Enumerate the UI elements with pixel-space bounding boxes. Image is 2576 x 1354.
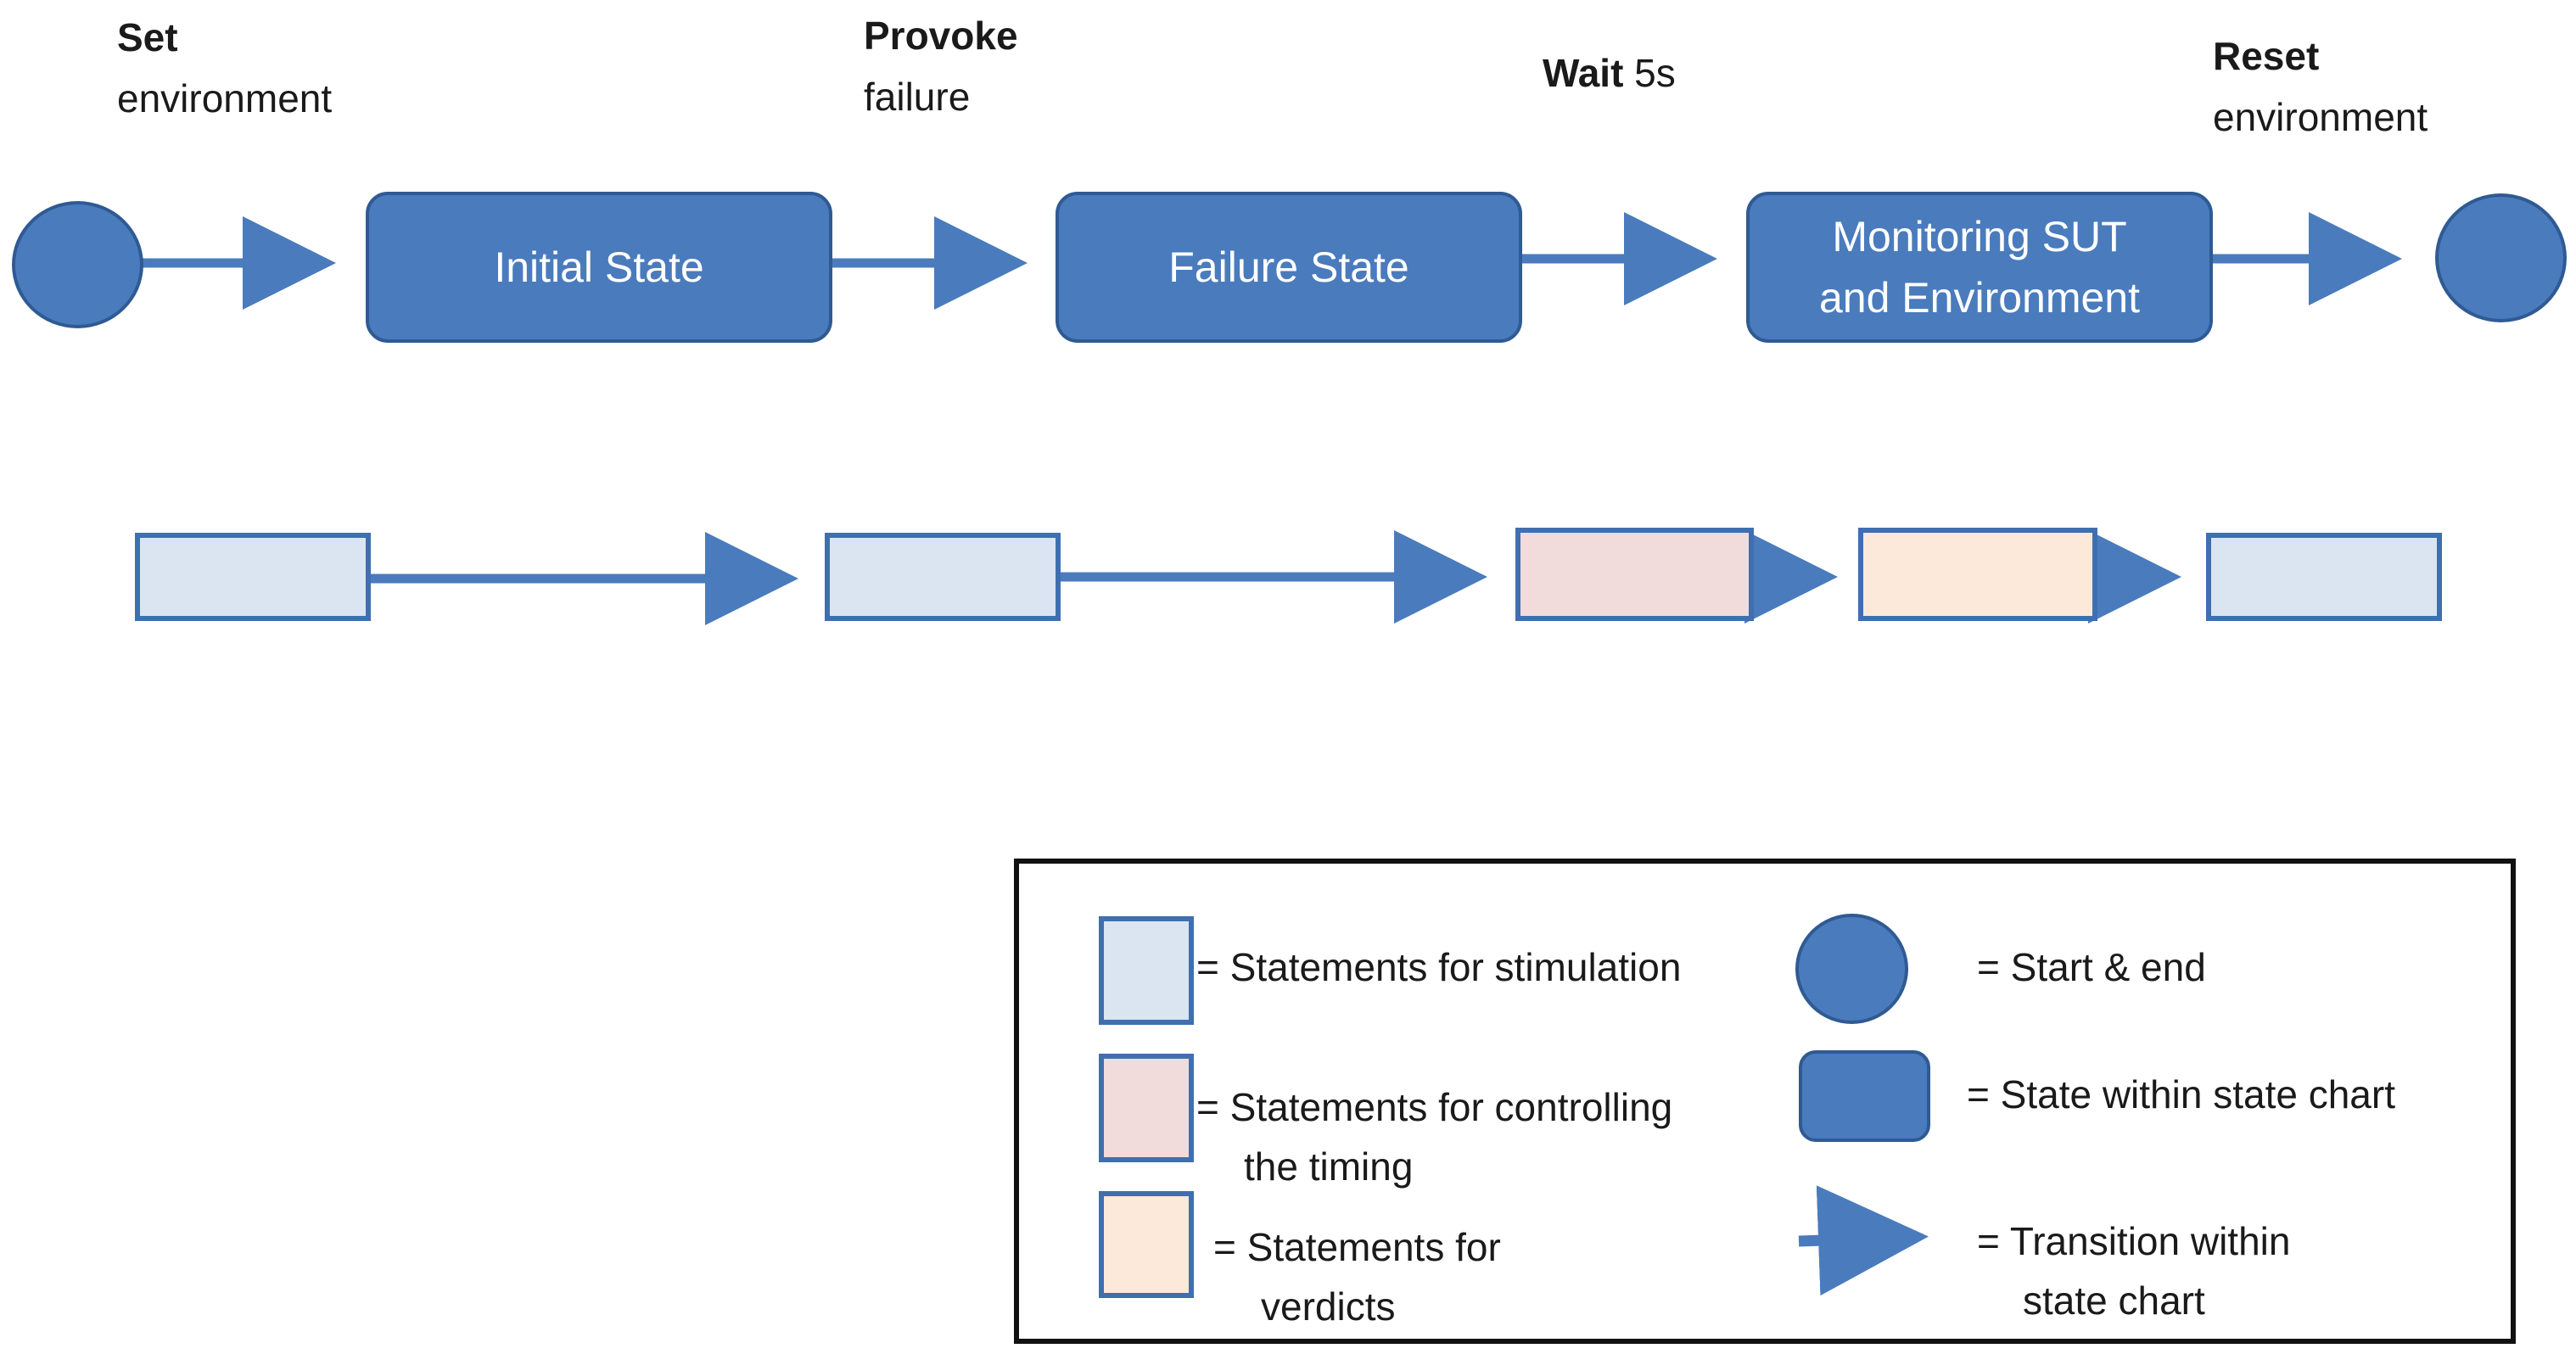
- start-circle: [12, 201, 143, 328]
- legend-arrow-icon: [1798, 1185, 1929, 1296]
- statement-box-stimulation: [825, 533, 1061, 621]
- legend-swatch-stimulation: [1099, 916, 1194, 1025]
- legend-text-state: = State within state chart: [1967, 1072, 2395, 1116]
- legend: [1014, 859, 2516, 1344]
- legend-text-timing-line2: the timing: [1244, 1144, 1414, 1189]
- legend-text-stimulation: = Statements for stimulation: [1196, 945, 1682, 989]
- transition-label-wait: Wait 5s: [1543, 51, 1676, 95]
- legend-text-verdicts-line2: verdicts: [1261, 1284, 1396, 1329]
- legend-text-transition-line2: state chart: [2023, 1278, 2205, 1323]
- statement-box-verdicts: [1858, 528, 2097, 621]
- transition-label-reset: Reset environment: [2213, 34, 2428, 139]
- state-monitoring: Monitoring SUT and Environment: [1746, 192, 2213, 343]
- statement-box-stimulation: [135, 533, 371, 621]
- legend-state-icon: [1799, 1050, 1930, 1142]
- legend-swatch-verdicts: [1099, 1191, 1194, 1298]
- legend-text-timing-line1: = Statements for controlling: [1196, 1085, 1673, 1129]
- state-failure: Failure State: [1056, 192, 1522, 343]
- legend-text-start-end: = Start & end: [1977, 945, 2206, 989]
- transition-label-set: Set environment: [117, 15, 333, 120]
- state-initial: Initial State: [366, 192, 832, 343]
- statement-box-stimulation: [2206, 533, 2442, 621]
- legend-text-verdicts-line1: = Statements for: [1213, 1225, 1501, 1269]
- statement-box-timing: [1515, 528, 1754, 621]
- transition-label-provoke: Provoke failure: [864, 14, 1018, 119]
- end-circle: [2435, 193, 2567, 322]
- legend-swatch-timing: [1099, 1054, 1194, 1162]
- legend-text-transition-line1: = Transition within: [1977, 1219, 2291, 1263]
- legend-circle-icon: [1795, 914, 1908, 1024]
